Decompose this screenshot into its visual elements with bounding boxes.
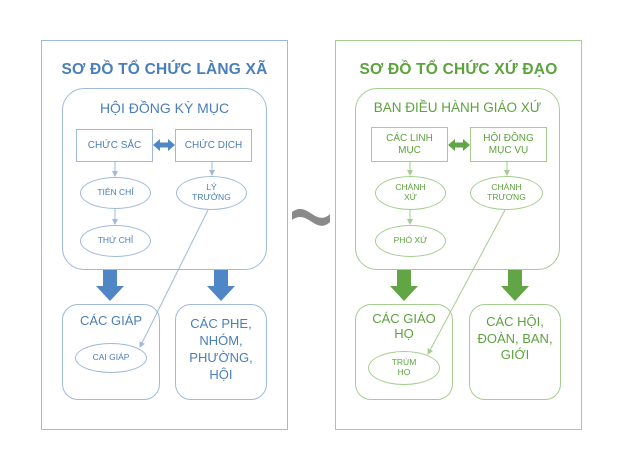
left-group-cac-giap (62, 304, 160, 400)
right-oval-chanh-xu: CHÁNH XỨ (375, 176, 446, 210)
right-oval-trum-ho: TRÙM HỌ (368, 351, 440, 385)
left-block-arrow-2 (207, 270, 235, 301)
left-oval-thu-chi: THỨ CHỈ (80, 225, 151, 257)
left-title: SƠ ĐỒ TỔ CHỨC LÀNG XÃ (61, 61, 268, 79)
right-title: SƠ ĐỒ TỔ CHỨC XỨ ĐẠO (359, 61, 558, 79)
right-council-label: BAN ĐIỀU HÀNH GIÁO XỨ (373, 100, 542, 116)
left-connector-ly-cai (139, 209, 209, 348)
right-council-box (355, 88, 560, 270)
right-connector-truong-trum (427, 209, 506, 355)
right-block-arrow-1 (390, 270, 418, 301)
right-oval-chanh-truong: CHÁNH TRƯƠNG (470, 176, 543, 210)
wavy-tilde-icon (292, 208, 330, 226)
right-group-cac-giao-ho-label: CÁC GIÁO HỌ (372, 311, 436, 341)
right-group-cac-giao-ho (355, 304, 453, 400)
right-oval-pho-xu: PHÓ XỨ (375, 225, 446, 257)
left-council-label: HỘI ĐỒNG KỲ MỤC (99, 99, 230, 116)
right-box-cac-linh-muc: CÁC LINH MỤC (371, 127, 448, 162)
left-block-arrow-1 (96, 270, 124, 301)
left-oval-ly-truong: LÝ TRƯỞNG (176, 176, 247, 210)
left-box-chuc-sac: CHỨC SẮC (76, 129, 153, 162)
right-double-arrow (448, 139, 470, 151)
left-group-cac-phe-label: CÁC PHE, NHÓM, PHƯỜNG, HỘI (189, 316, 253, 382)
left-council-box (62, 88, 267, 270)
left-double-arrow (153, 139, 175, 151)
left-oval-cai-giap: CAI GIÁP (75, 343, 147, 373)
right-group-cac-hoi (469, 304, 561, 400)
right-box-hoi-dong-muc-vu: HỘI ĐỒNG MỤC VỤ (470, 127, 547, 162)
right-block-arrow-2 (501, 270, 529, 301)
right-group-cac-hoi-label: CÁC HỘI, ĐOÀN, BAN, GIỚI (477, 313, 553, 363)
left-box-chuc-dich: CHỨC DỊCH (175, 129, 252, 162)
left-group-cac-phe (175, 304, 267, 400)
left-oval-tien-chi: TIÊN CHỈ (80, 177, 151, 209)
left-group-cac-giap-label: CÁC GIÁP (79, 312, 143, 328)
